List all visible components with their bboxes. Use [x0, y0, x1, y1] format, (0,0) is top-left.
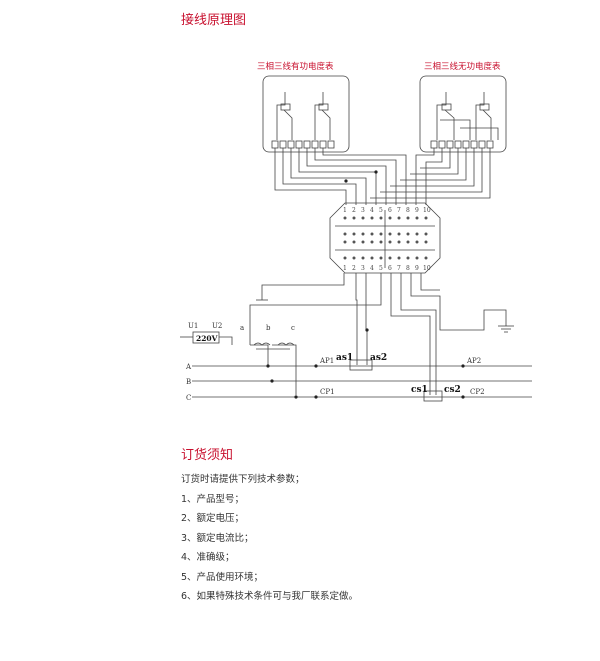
terminal-number: 4: [370, 207, 374, 214]
terminal-number: 1: [343, 207, 347, 214]
u1-label: U1: [188, 322, 198, 330]
cp2-label: CP2: [470, 388, 485, 396]
wiring-diagram-title: 接线原理图: [181, 13, 247, 28]
order-item: 6、如果特殊技术条件可与我厂联系定做。: [181, 591, 359, 602]
terminal-number: 6: [388, 265, 392, 272]
bus-c-label: C: [186, 394, 191, 402]
terminal-number: 2: [352, 207, 356, 214]
terminal-number: 10: [423, 207, 431, 214]
voltage-label: 220V: [196, 334, 218, 343]
terminal-number: 7: [397, 265, 401, 272]
order-item: 5、产品使用环境；: [181, 571, 264, 583]
terminal-number: 9: [415, 207, 419, 214]
order-intro: 订货时请提供下列技术参数；: [181, 474, 305, 485]
u2-label: U2: [212, 322, 222, 330]
tap-c-label: c: [291, 324, 295, 332]
active-meter-label: 三相三线有功电度表: [257, 61, 334, 72]
reactive-meter-label: 三相三线无功电度表: [424, 61, 501, 72]
terminal-number: 7: [397, 207, 401, 214]
terminal-number: 5: [379, 265, 383, 272]
terminal-number: 3: [361, 265, 365, 272]
ap2-label: AP2: [466, 357, 481, 365]
reactive-meter-box: [419, 75, 507, 153]
ordering-requirements: 订货时请提供下列技术参数； 1、产品型号； 2、额定电压； 3、额定电流比； 4…: [181, 470, 358, 607]
as2-label: as2: [370, 353, 387, 363]
tap-a-label: a: [240, 324, 244, 332]
bus-a-label: A: [185, 363, 192, 371]
terminal-number: 8: [406, 207, 410, 214]
ap1-label: AP1: [319, 357, 334, 365]
terminal-number: 10: [423, 265, 431, 272]
terminal-number: 2: [352, 265, 356, 272]
bus-b-label: B: [186, 378, 191, 386]
order-item: 3、额定电流比；: [181, 532, 254, 544]
order-item: 2、额定电压；: [181, 513, 245, 524]
order-item: 4、准确级；: [181, 552, 235, 563]
terminal-number: 3: [361, 207, 365, 214]
cp1-label: CP1: [320, 388, 335, 396]
terminal-number: 9: [415, 265, 419, 272]
terminal-number: 5: [379, 207, 383, 214]
wiring-diagram: 1 2 3 4 5 6 7 8 9 10 1 2 3 4 5 6 7 8 9 1…: [180, 61, 532, 402]
order-item: 1、产品型号；: [181, 493, 245, 505]
junction-box-terminals: [343, 216, 428, 260]
active-meter-box: [262, 75, 350, 153]
cs2-label: cs2: [444, 385, 461, 395]
junction-box: [329, 202, 441, 274]
tap-b-label: b: [266, 324, 271, 332]
terminal-number: 8: [406, 265, 410, 272]
cs1-label: cs1: [411, 385, 428, 395]
as1-label: as1: [336, 353, 353, 363]
ordering-notes-title: 订货须知: [181, 448, 234, 463]
terminal-number: 1: [343, 265, 347, 272]
terminal-number: 6: [388, 207, 392, 214]
terminal-number: 4: [370, 265, 374, 272]
